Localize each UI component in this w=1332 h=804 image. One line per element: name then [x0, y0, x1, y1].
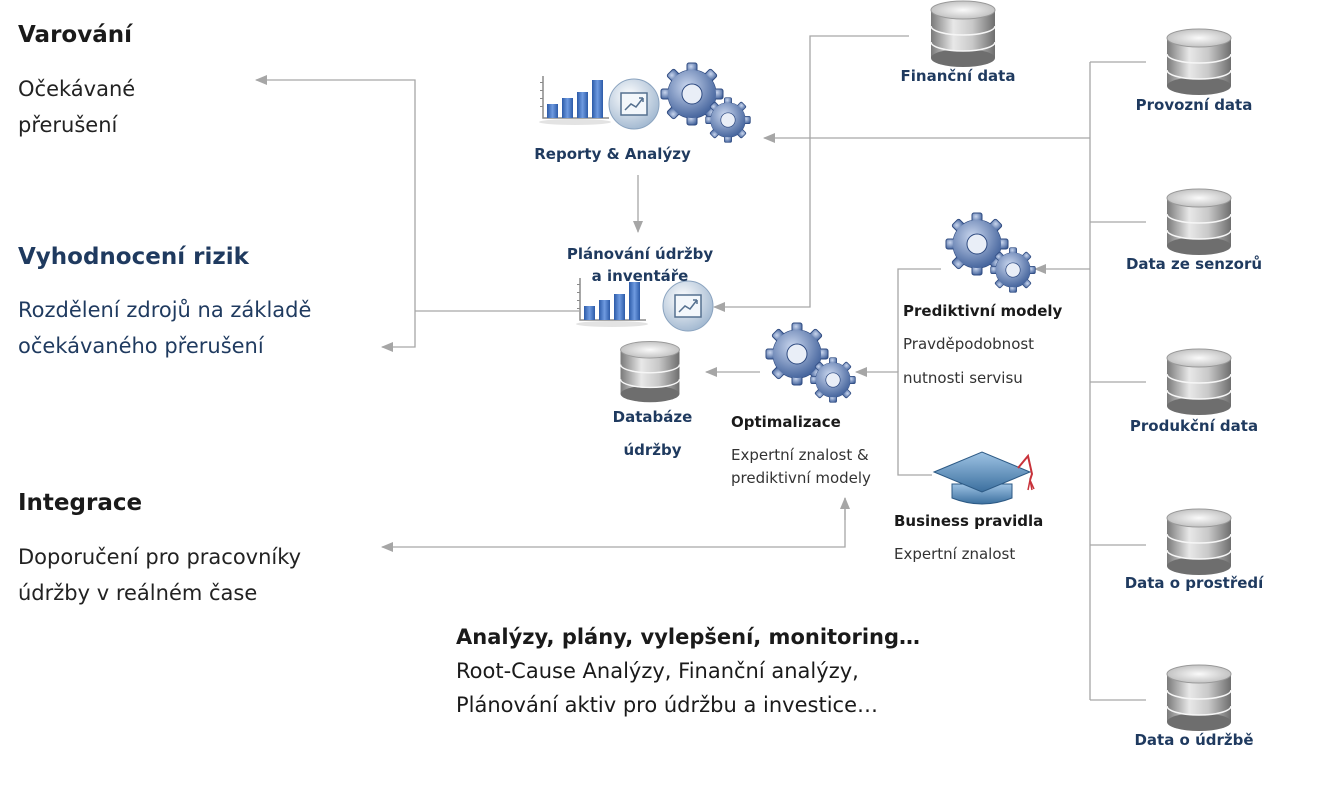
business-title: Business pravidla — [894, 512, 1044, 530]
source-label-provozni: Provozní data — [1135, 96, 1253, 114]
connector-business-to-optim — [855, 367, 932, 476]
source-icon-prostredi — [1166, 508, 1232, 576]
connector-to-integration — [381, 498, 846, 552]
source-icon-provozni — [1166, 28, 1232, 96]
financial-data-label: Finanční data — [900, 67, 1016, 85]
bottom-summary: Analýzy, plány, vylepšení, monitoring… R… — [456, 620, 976, 722]
source-icon-produkcni — [1166, 348, 1232, 416]
maintenance-db-label-line2: údržby — [623, 441, 682, 459]
planning-label: Plánování údržby a inventáře — [566, 245, 714, 285]
connector-financial-to-planning — [713, 35, 909, 312]
integration-text: Doporučení pro pracovníky údržby v reáln… — [18, 545, 302, 605]
integration-title: Integrace — [18, 490, 143, 516]
source-label-udrzba: Data o údržbě — [1134, 731, 1254, 749]
source-label-prostredi: Data o prostředí — [1124, 574, 1264, 592]
connectors — [255, 35, 1146, 701]
maintenance-database-icon — [619, 340, 681, 403]
source-label-produkcni: Produkční data — [1129, 417, 1259, 435]
risk-title: Vyhodnocení rizik — [18, 244, 249, 270]
financial-data-icon — [930, 0, 996, 68]
predictive-text-line2: nutnosti servisu — [903, 369, 1023, 387]
business-text: Expertní znalost — [894, 545, 1016, 563]
connector-predictive-to-optim — [897, 268, 941, 372]
connector-to-warning — [255, 75, 416, 310]
predictive-title: Prediktivní modely — [903, 302, 1063, 320]
bottom-line2: Plánování aktiv pro údržbu a investice… — [456, 693, 878, 717]
maintenance-db-label-line1: Databáze — [612, 408, 693, 426]
optimization-text: Expertní znalost & prediktivní modely — [731, 446, 871, 487]
reports-icon — [538, 63, 750, 142]
source-icon-senzory — [1166, 188, 1232, 256]
reports-label: Reporty & Analýzy — [534, 145, 691, 163]
connector-to-risk — [381, 310, 416, 352]
predictive-gears-icon — [946, 213, 1035, 292]
bottom-line1: Root-Cause Analýzy, Finanční analýzy, — [456, 659, 859, 683]
risk-text: Rozdělení zdrojů na základě očekávaného … — [18, 298, 312, 358]
optimization-title: Optimalizace — [731, 413, 841, 431]
graduation-cap-icon — [932, 451, 1035, 505]
warning-text: Očekávané přerušení — [18, 77, 136, 137]
source-label-senzory: Data ze senzorů — [1125, 255, 1263, 273]
predictive-text-line1: Pravděpodobnost — [903, 335, 1035, 353]
source-icon-udrzba — [1166, 664, 1232, 732]
bottom-title: Analýzy, plány, vylepšení, monitoring… — [456, 625, 921, 649]
optimization-gears-icon — [766, 323, 855, 402]
warning-title: Varování — [18, 22, 132, 48]
